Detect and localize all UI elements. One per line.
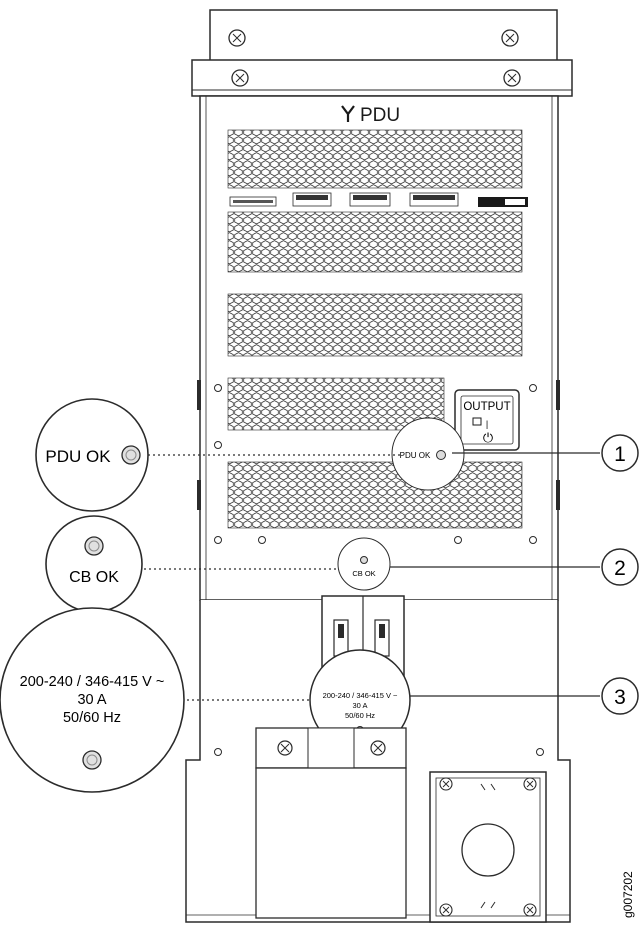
input-terminal-cover — [255, 727, 407, 919]
vent-grille — [227, 461, 523, 529]
cb-ok-label: CB OK — [69, 569, 119, 586]
rating-current-small: 30 A — [352, 701, 367, 710]
switch-on-mark: | — [486, 419, 488, 429]
vent-grille — [227, 129, 523, 189]
callout-2: 2 — [601, 548, 639, 586]
pdu-ok-led-large-icon — [121, 445, 141, 465]
rating-detail: 200-240 / 346-415 V ~ 30 A 50/60 Hz — [0, 607, 185, 793]
pdu-ok-label-small: PDU OK — [400, 451, 431, 460]
bracket-screw-icon — [228, 29, 246, 47]
panel-title: PDU — [360, 105, 400, 126]
cb-ok-detail: CB OK — [45, 515, 143, 613]
standby-icon: ⏻ — [483, 430, 493, 445]
leader-lines — [144, 454, 402, 701]
cable-gland-plate — [429, 771, 547, 923]
switch-indicator-icon — [472, 417, 482, 426]
callout-3-number: 3 — [614, 686, 626, 709]
brand-logo — [341, 105, 355, 122]
pdu-ok-led-area: PDU OK — [391, 417, 465, 491]
vent-grille — [227, 377, 445, 431]
bracket-screw-icon — [503, 69, 521, 87]
top-bracket — [191, 9, 573, 97]
rating-current: 30 A — [77, 692, 106, 708]
callout-lines — [390, 452, 600, 697]
callout-1-number: 1 — [614, 443, 626, 466]
rating-voltage-small: 200-240 / 346-415 V ~ — [323, 691, 398, 700]
callout-3: 3 — [601, 677, 639, 715]
rating-led-large-icon — [82, 750, 102, 770]
output-label: OUTPUT — [463, 401, 510, 413]
plate-screw-icon — [439, 903, 453, 917]
cb-ok-led-area: CB OK — [337, 537, 391, 591]
serial-label-strip — [229, 192, 528, 207]
bracket-screw-icon — [231, 69, 249, 87]
vent-grille — [227, 293, 523, 357]
terminal-screw-icon — [277, 740, 293, 756]
plate-screw-icon — [523, 903, 537, 917]
cb-ok-led-large-icon — [84, 536, 104, 556]
vent-grille — [227, 211, 523, 273]
figure-id: g007202 — [621, 871, 635, 918]
plate-screw-icon — [523, 777, 537, 791]
callout-1: 1 — [601, 434, 639, 472]
bracket-screw-icon — [501, 29, 519, 47]
plate-screw-icon — [439, 777, 453, 791]
cable-entry-hole — [461, 823, 515, 877]
chassis-holes — [214, 384, 544, 756]
rating-frequency-small: 50/60 Hz — [345, 711, 375, 720]
pdu-ok-led-icon — [436, 450, 446, 460]
rating-voltage: 200-240 / 346-415 V ~ — [20, 674, 165, 690]
rating-frequency: 50/60 Hz — [63, 710, 121, 726]
callout-2-number: 2 — [614, 557, 626, 580]
pdu-ok-detail: PDU OK — [35, 398, 149, 512]
cb-ok-label-small: CB OK — [352, 569, 375, 578]
terminal-screw-icon — [370, 740, 386, 756]
cb-ok-led-icon — [360, 556, 368, 564]
pdu-ok-label: PDU OK — [45, 447, 111, 466]
output-switch[interactable]: OUTPUT | ⏻ — [454, 389, 520, 451]
rating-area: 200-240 / 346-415 V ~ 30 A 50/60 Hz — [309, 649, 411, 751]
